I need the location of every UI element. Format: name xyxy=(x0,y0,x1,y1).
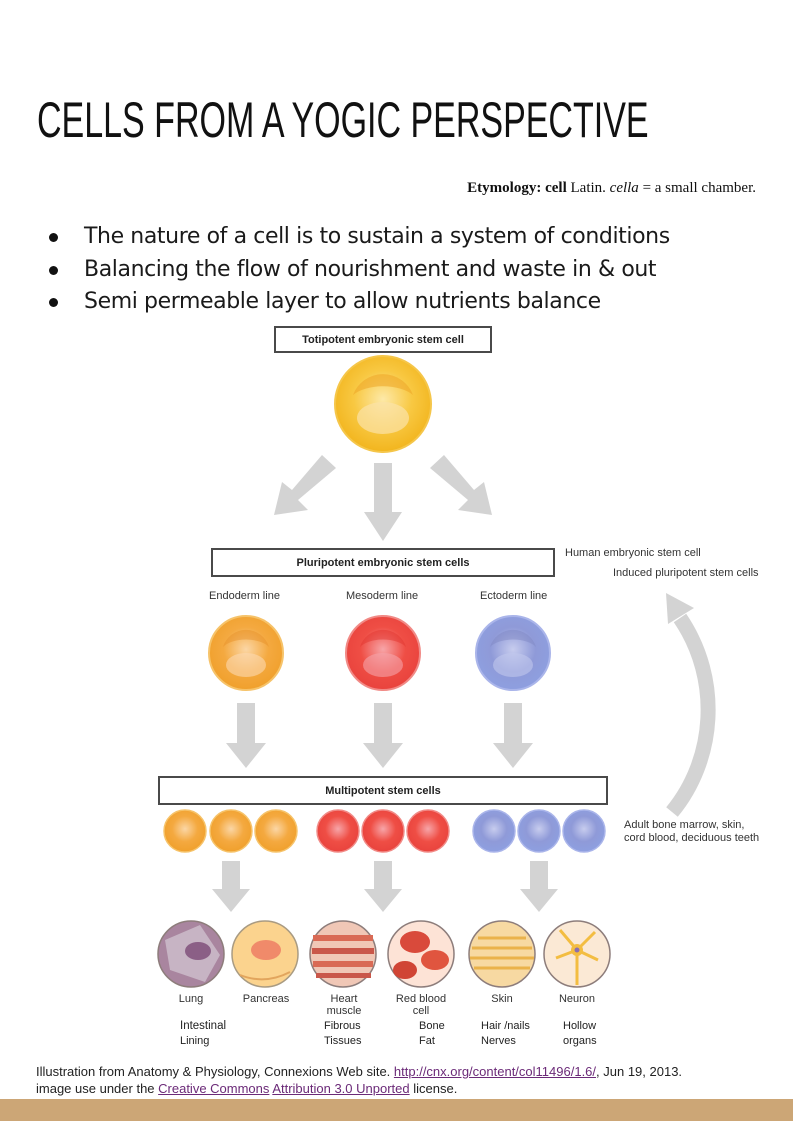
heart-muscle-cell-icon xyxy=(309,920,377,988)
ectoderm-line-label: Ectoderm line xyxy=(480,590,548,602)
neuron-cell-icon xyxy=(543,920,611,988)
multipotent-endoderm-cells xyxy=(163,809,298,853)
etymology-latin: cella xyxy=(609,180,639,196)
etymology-word: cell xyxy=(545,180,567,196)
bullet-item: The nature of a cell is to sustain a sys… xyxy=(45,221,670,254)
arrow-down-icon xyxy=(520,861,558,912)
endoderm-cell-icon xyxy=(208,615,284,691)
adult-sources-note-1: Adult bone marrow, skin, xyxy=(624,819,745,831)
lung-cell-icon xyxy=(157,920,225,988)
arrow-down-icon xyxy=(226,703,266,768)
induced-pluripotent-note: Induced pluripotent stem cells xyxy=(613,567,759,579)
arrows-lineage xyxy=(226,703,533,768)
arrow-down-icon xyxy=(493,703,533,768)
etymology-meaning: = a small chamber. xyxy=(642,180,756,196)
source-link[interactable]: http://cnx.org/content/col11496/1.6/ xyxy=(393,1064,597,1079)
arrow-down-icon xyxy=(363,703,403,768)
ectoderm-cell-icon xyxy=(475,615,551,691)
page-title: CELLS FROM A YOGIC PERSPECTIVE xyxy=(37,92,649,148)
totipotent-cell-icon xyxy=(334,355,432,453)
skin-cell-icon xyxy=(468,920,536,988)
cell-type-label: Neuron xyxy=(558,993,596,1005)
etymology-note: Etymology: cell Latin. cella = a small c… xyxy=(467,180,756,197)
pluripotent-stage-box: Pluripotent embryonic stem cells xyxy=(211,548,555,577)
image-credit: Illustration from Anatomy & Physiology, … xyxy=(36,1064,683,1096)
arrow-down-icon xyxy=(364,463,402,541)
bullet-list: The nature of a cell is to sustain a sys… xyxy=(45,221,670,319)
cell-type-label: Pancreas xyxy=(242,993,290,1005)
cell-type-label: Skin xyxy=(491,993,513,1005)
multipotent-ectoderm-cells xyxy=(472,809,606,853)
adult-sources-note-2: cord blood, deciduous teeth xyxy=(624,832,760,844)
arrow-down-icon xyxy=(364,861,402,912)
bullet-dot-icon xyxy=(49,298,58,307)
totipotent-stage-box: Totipotent embryonic stem cell xyxy=(274,326,492,353)
footer-bar xyxy=(0,1099,793,1121)
etymology-label: Etymology: xyxy=(467,180,542,196)
cell-type-label: Lung xyxy=(178,993,204,1005)
mesoderm-line-label: Mesoderm line xyxy=(346,590,419,602)
bullet-dot-icon xyxy=(49,265,58,275)
multipotent-stage-box: Multipotent stem cells xyxy=(158,776,608,805)
arrow-down-left-icon xyxy=(274,455,336,515)
multipotent-mesoderm-cells xyxy=(316,809,450,853)
arrows-multipotent xyxy=(212,861,558,912)
arrows-totipotent xyxy=(274,455,492,541)
bullet-dot-icon xyxy=(49,233,58,242)
attribution-license-link[interactable]: Attribution 3.0 Unported xyxy=(272,1081,410,1096)
arrow-down-icon xyxy=(212,861,250,912)
mesoderm-cell-icon xyxy=(345,615,421,691)
reprogramming-curved-arrow-icon xyxy=(666,593,716,817)
bullet-item: Balancing the flow of nourishment and wa… xyxy=(45,254,670,287)
human-esc-note: Human embryonic stem cell xyxy=(565,547,701,559)
arrow-down-right-icon xyxy=(430,455,492,515)
endoderm-line-label: Endoderm line xyxy=(209,590,280,602)
etymology-lang: Latin. xyxy=(570,180,606,196)
pancreas-cell-icon xyxy=(231,920,299,988)
bullet-item: Semi permeable layer to allow nutrients … xyxy=(45,286,670,319)
creative-commons-link[interactable]: Creative Commons xyxy=(158,1081,270,1096)
red-blood-cell-icon xyxy=(387,920,455,988)
